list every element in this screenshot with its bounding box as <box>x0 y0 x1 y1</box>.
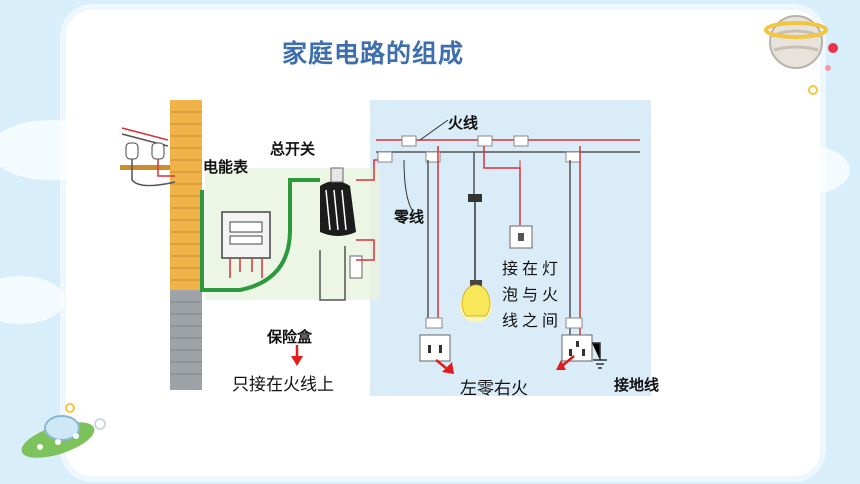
main-switch-label: 总开关 <box>270 140 316 158</box>
socket-two-pin <box>419 334 451 362</box>
socket-note: 左零右火 <box>460 379 528 399</box>
red-arrows <box>291 345 575 374</box>
ground-wire-label: 接地线 <box>614 376 660 394</box>
fuse-note: 只接在火线上 <box>232 375 334 395</box>
insulators <box>120 127 176 187</box>
lamp-note-line-3: 线之间 <box>502 311 563 330</box>
lamp-note-line-1: 接在灯 <box>502 259 563 278</box>
meter-label: 电能表 <box>203 158 249 176</box>
live-wire-label: 火线 <box>448 114 479 132</box>
brick-wall <box>170 100 202 390</box>
neutral-wire-label: 零线 <box>394 208 425 226</box>
lamp-note: 接在灯 泡与火 线之间 <box>502 256 572 334</box>
fuse-box <box>319 246 363 301</box>
ground-symbol <box>592 342 607 369</box>
fuse-box-label: 保险盒 <box>267 328 313 346</box>
light-bulb <box>460 280 492 322</box>
lamp-note-line-2: 泡与火 <box>502 285 563 304</box>
main-switch <box>320 167 356 236</box>
energy-meter <box>221 211 271 278</box>
socket-three-pin <box>561 334 593 362</box>
slide-title: 家庭电路的组成 <box>282 39 465 68</box>
